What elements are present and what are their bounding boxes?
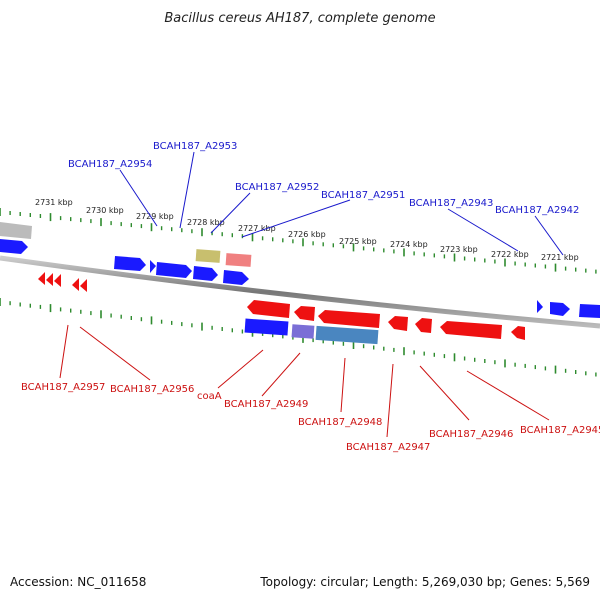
gene-label-forward[interactable]: BCAH187_A2952: [235, 182, 319, 193]
gene-reverse[interactable]: [294, 306, 315, 321]
leader-line: [217, 349, 264, 389]
leader-line: [447, 208, 519, 252]
gene-forward[interactable]: [0, 239, 28, 254]
leader-line: [179, 151, 195, 229]
gene-label-forward[interactable]: BCAH187_A2942: [495, 205, 579, 216]
gene-gray[interactable]: [0, 222, 32, 239]
gene-forward[interactable]: [156, 262, 192, 278]
gene-label-reverse[interactable]: BCAH187_A2945: [520, 425, 600, 436]
kbp-label: 2727 kbp: [238, 224, 276, 233]
gene-olive[interactable]: [195, 249, 221, 263]
gene-forward-block[interactable]: [244, 318, 289, 336]
gene-label-forward[interactable]: BCAH187_A2954: [68, 159, 152, 170]
gene-reverse[interactable]: [54, 274, 61, 287]
gene-reverse[interactable]: [247, 300, 290, 318]
gene-reverse[interactable]: [72, 278, 79, 291]
gene-reverse[interactable]: [38, 272, 45, 285]
gene-forward[interactable]: [579, 304, 600, 318]
forward-genes: [0, 222, 600, 318]
kbp-label: 2724 kbp: [390, 240, 428, 249]
leader-line: [534, 215, 564, 256]
gene-label-reverse[interactable]: BCAH187_A2949: [224, 399, 308, 410]
gene-forward[interactable]: [193, 266, 218, 281]
gene-label-reverse[interactable]: BCAH187_A2947: [346, 442, 430, 453]
gene-label-reverse[interactable]: BCAH187_A2948: [298, 417, 382, 428]
map-title: Bacillus cereus AH187, complete genome: [164, 11, 435, 26]
outer-tick-track: [0, 208, 597, 274]
leader-line: [119, 169, 158, 227]
leader-line: [466, 370, 550, 421]
leader-line: [241, 199, 351, 238]
kbp-labels: 2731 kbp 2730 kbp 2729 kbp 2728 kbp 2727…: [35, 198, 579, 262]
kbp-label: 2722 kbp: [491, 250, 529, 259]
leader-line: [261, 352, 301, 397]
leader-line: [59, 324, 69, 379]
gene-forward[interactable]: [223, 270, 249, 285]
gene-forward[interactable]: [150, 260, 156, 273]
kbp-label: 2725 kbp: [339, 237, 377, 246]
gene-label-reverse[interactable]: coaA: [197, 391, 222, 402]
kbp-label: 2728 kbp: [187, 218, 225, 227]
accession-text: Accession: NC_011658: [10, 575, 147, 589]
kbp-label: 2721 kbp: [541, 253, 579, 262]
gene-reverse[interactable]: [46, 273, 53, 286]
forward-labels: BCAH187_A2953 BCAH187_A2954 BCAH187_A295…: [68, 141, 579, 256]
reverse-genes: [38, 272, 525, 345]
kbp-label: 2729 kbp: [136, 212, 174, 221]
gene-reverse[interactable]: [80, 279, 87, 292]
gene-reverse[interactable]: [388, 316, 408, 331]
genome-backbone: [0, 255, 600, 329]
gene-label-forward[interactable]: BCAH187_A2951: [321, 190, 405, 201]
reverse-labels: BCAH187_A2957 BCAH187_A2956 coaA BCAH187…: [21, 324, 600, 453]
gene-reverse[interactable]: [440, 321, 502, 339]
leader-line: [210, 192, 251, 234]
leader-line: [386, 363, 394, 438]
kbp-label: 2730 kbp: [86, 206, 124, 215]
gene-reverse[interactable]: [318, 310, 380, 328]
kbp-label: 2726 kbp: [288, 230, 326, 239]
gene-pink[interactable]: [225, 253, 252, 267]
gene-reverse[interactable]: [511, 326, 525, 340]
gene-reverse[interactable]: [415, 318, 432, 333]
gene-label-forward[interactable]: BCAH187_A2943: [409, 198, 493, 209]
leader-line: [340, 357, 346, 413]
gene-forward[interactable]: [537, 300, 543, 313]
leader-line: [79, 326, 151, 381]
gene-purple[interactable]: [291, 324, 315, 339]
genome-summary-text: Topology: circular; Length: 5,269,030 bp…: [260, 575, 590, 589]
gene-label-reverse[interactable]: BCAH187_A2957: [21, 382, 105, 393]
gene-label-reverse[interactable]: BCAH187_A2946: [429, 429, 513, 440]
leader-line: [419, 365, 470, 421]
gene-label-reverse[interactable]: BCAH187_A2956: [110, 384, 194, 395]
gene-label-forward[interactable]: BCAH187_A2953: [153, 141, 237, 152]
kbp-label: 2731 kbp: [35, 198, 73, 207]
gene-forward[interactable]: [114, 256, 146, 271]
kbp-label: 2723 kbp: [440, 245, 478, 254]
gene-forward[interactable]: [550, 302, 570, 316]
gene-steel[interactable]: [315, 325, 379, 345]
